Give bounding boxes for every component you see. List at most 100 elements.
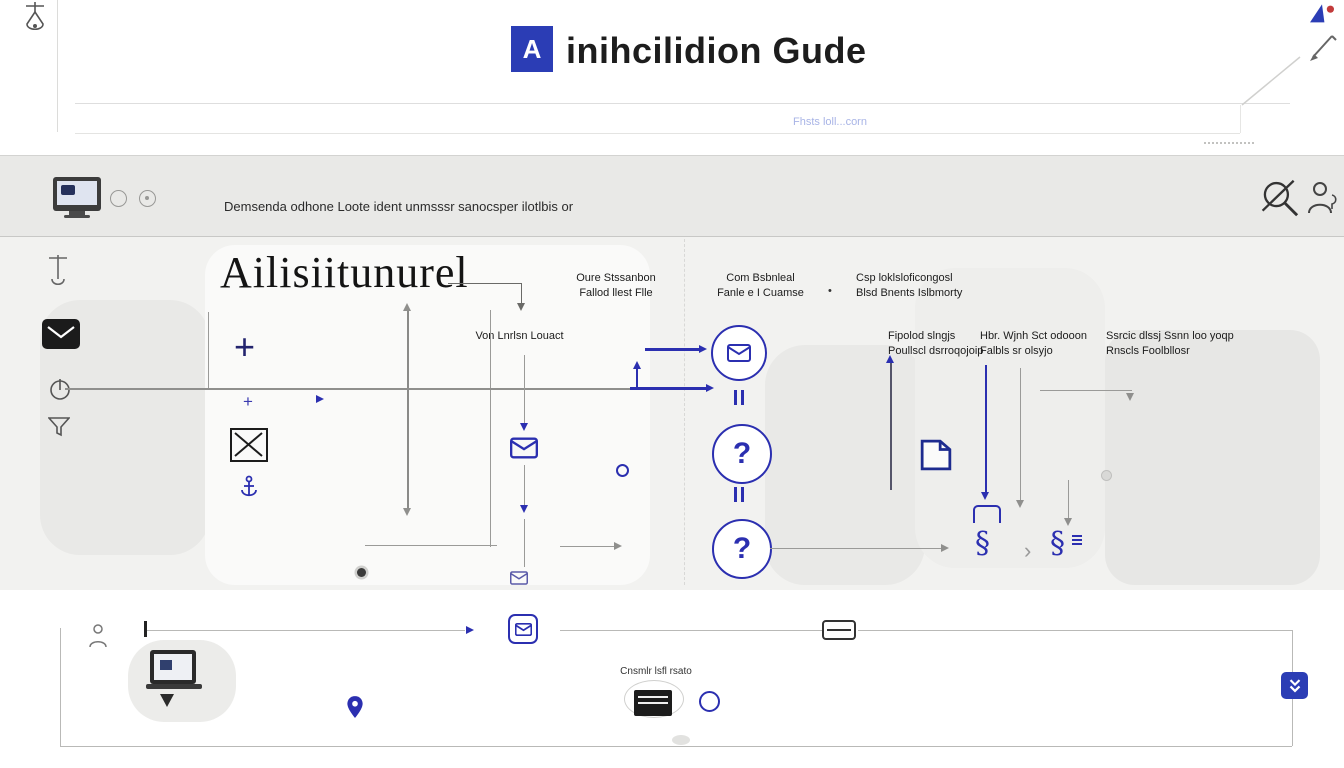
- arrow-right: [706, 384, 714, 392]
- frame-line: [60, 628, 61, 746]
- label-hardware: Hbr. Wjnh Sct odooon Falbls sr olsyjo: [980, 329, 1110, 359]
- search-disabled-icon[interactable]: [1258, 177, 1304, 219]
- connector-line: [636, 368, 638, 388]
- clamp-tool-icon: [44, 253, 72, 291]
- toolbar-description: Demsenda odhone Loote ident unmsssr sano…: [224, 199, 574, 214]
- funnel-icon: [48, 417, 70, 437]
- section-divider: [684, 239, 685, 585]
- connector-line: [407, 310, 409, 510]
- monitor-base: [64, 215, 90, 218]
- connector-line: [1068, 480, 1069, 520]
- page-title: inihcilidion Gude: [566, 30, 867, 71]
- target-dot: [357, 568, 366, 577]
- connector-line: [365, 545, 497, 546]
- background-blob: [915, 268, 1105, 568]
- server-icon: [634, 690, 672, 716]
- label-line: Fallod llest Flle: [579, 287, 653, 299]
- label-line: Csp loklsloficongosl: [856, 272, 953, 284]
- label-line: Hbr. Wjnh Sct odooon: [980, 330, 1088, 342]
- gray-dot: [1101, 470, 1112, 481]
- label-contact: Von Lnrlsn Louact: [462, 329, 577, 344]
- label-capital: Csp loklsloficongosl Blsd Bnents Islbmor…: [856, 271, 1036, 301]
- arrow-up: [886, 355, 894, 363]
- arrow-down: [981, 492, 989, 500]
- page-fold: [1240, 55, 1302, 107]
- connector-line: [1040, 390, 1132, 391]
- loop-icon[interactable]: [139, 190, 156, 207]
- label-line: Blsd Bnents Islbmorty: [856, 287, 963, 299]
- sheet-edge-line: [57, 0, 58, 132]
- brand-mark-icon[interactable]: [1307, 2, 1337, 26]
- fine-print-marks: [1204, 142, 1254, 144]
- tray-icon: [822, 620, 856, 640]
- diagram-title: Ailisiitunurel: [220, 248, 469, 297]
- frame-line: [560, 630, 824, 631]
- plus-mark-small: +: [243, 392, 253, 411]
- arrow-down: [517, 303, 525, 311]
- laptop-display: [154, 654, 192, 680]
- dot-icon[interactable]: [110, 190, 127, 207]
- background-blob: [1105, 330, 1320, 585]
- blue-ring-dot: [616, 464, 629, 477]
- oval-outline: [624, 680, 684, 718]
- connector-line: [521, 283, 522, 305]
- connector-line: [770, 548, 943, 549]
- connector-line: [524, 519, 525, 567]
- label-line: Ssrcic dlssj Ssnn loo yoqp: [1106, 330, 1234, 342]
- frame-line: [145, 630, 465, 631]
- pause-bars: [734, 390, 744, 405]
- arrow-right-small: [316, 395, 324, 403]
- monitor-screen: [57, 181, 97, 205]
- monitor-stand: [69, 211, 85, 215]
- question-mark: ?: [732, 532, 752, 565]
- connector-line: [524, 355, 525, 423]
- label-line: Rnscls Foolbllosr: [1106, 345, 1190, 357]
- person-icon: [88, 623, 108, 649]
- question-node: ?: [712, 424, 772, 484]
- search-edge-line: [1240, 105, 1241, 133]
- chevron-right: ›: [1024, 538, 1032, 563]
- main-flow-line: [65, 388, 630, 390]
- server-line: [638, 702, 668, 704]
- arrow-up: [633, 361, 641, 369]
- search-input[interactable]: Fhsts loll...corn: [75, 105, 1240, 134]
- label-finding: Fipolod slngjs Poullscl dsrroqojoip: [888, 329, 1018, 359]
- monitor-icon[interactable]: [53, 177, 101, 219]
- header-rule: [75, 103, 1290, 104]
- nib-tool-icon[interactable]: [16, 0, 54, 46]
- logo-letter: A: [522, 33, 542, 64]
- label-line: Von Lnrlsn Louact: [475, 330, 564, 342]
- label-line: Fipolod slngjs: [888, 330, 956, 342]
- line-start-tick: [144, 621, 147, 637]
- arrow-down: [1126, 393, 1134, 401]
- header: A inihcilidion Gude Fhsts loll...corn: [0, 0, 1344, 155]
- monitor-frame: [53, 177, 101, 211]
- question-node: ?: [712, 519, 772, 579]
- user-icon[interactable]: [1306, 179, 1338, 219]
- pen-icon[interactable]: [1305, 28, 1339, 64]
- search-placeholder: Fhsts loll...corn: [793, 116, 867, 128]
- mail-badge-icon: [42, 319, 80, 349]
- connector-line: [208, 312, 209, 389]
- connector-line: [645, 348, 701, 351]
- plus-mark: +: [234, 326, 256, 367]
- laptop-glyph: [160, 660, 172, 670]
- pause-bars: [734, 487, 744, 502]
- section-squiggle-icon: §: [975, 526, 990, 561]
- connector-line: [524, 465, 525, 505]
- label-technical: Com Bsbnleal Fanle e I Cuamse: [698, 271, 823, 301]
- connector-line: [890, 362, 892, 490]
- server-line: [638, 696, 668, 698]
- laptop-screen: [150, 650, 196, 684]
- tray-line: [827, 629, 851, 631]
- blue-ring-dot: [699, 691, 720, 712]
- section-squiggle-icon: §: [1050, 526, 1065, 561]
- pointer-triangle: [160, 694, 174, 707]
- download-icon[interactable]: [1281, 672, 1308, 699]
- arrow-down: [1016, 500, 1024, 508]
- connector-line: [448, 283, 522, 284]
- arrow-up: [403, 303, 411, 311]
- arrow-right: [941, 544, 949, 552]
- main-flow-line-accent: [630, 387, 708, 390]
